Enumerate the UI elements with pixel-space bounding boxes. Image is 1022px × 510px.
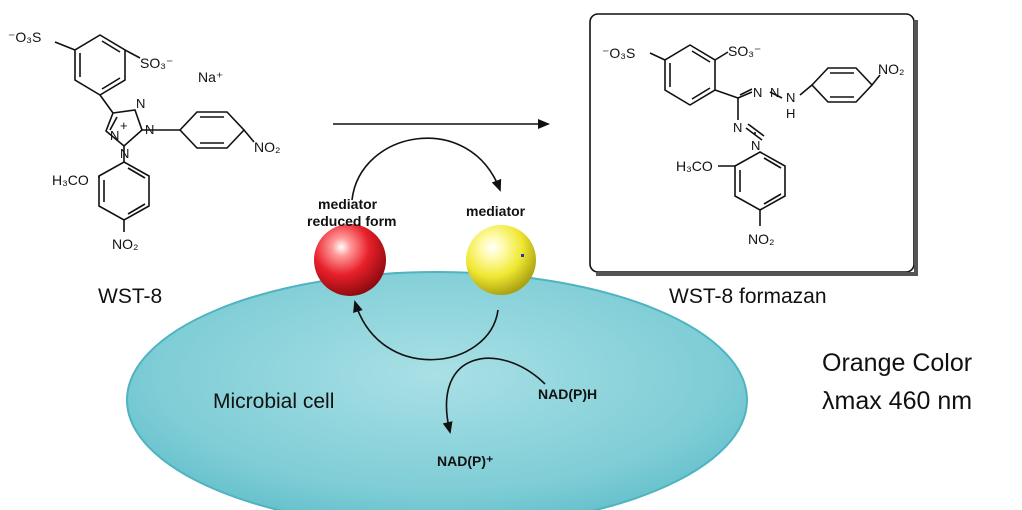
cell-label: Microbial cell [213, 390, 334, 413]
nadph-label: NAD(P)H [538, 386, 597, 402]
wst8-n-top: N [136, 96, 145, 111]
formazan-name: WST-8 formazan [669, 285, 827, 308]
cell-body [126, 271, 748, 510]
wst8-so3-ortho: SO₃⁻ [140, 55, 173, 71]
wst8-n-right: N [145, 122, 154, 137]
wst8-no2-bottom: NO₂ [112, 236, 138, 252]
wst8-so3-left: ⁻O₃S [8, 29, 41, 45]
wst8-n-plus: N [110, 128, 119, 143]
reduced-mediator-label-1: mediator [318, 196, 378, 212]
microbial-cell: Microbial cell [126, 271, 748, 510]
formazan-h3co: H₃CO [676, 158, 713, 174]
reduced-mediator-label-2: reduced form [307, 213, 396, 229]
wst8-plus: + [120, 118, 128, 133]
formazan-n-low1: N [733, 120, 742, 135]
formazan-n-eq2: N [770, 85, 779, 100]
cycle-bottom-arrow [353, 300, 499, 361]
cycle-top-arrow [351, 137, 502, 201]
formazan-no2-bottom: NO₂ [748, 231, 774, 247]
mediator-label: mediator [466, 203, 526, 219]
formazan-so3-left: ⁻O₃S [602, 45, 635, 61]
wst8-structure: ⁻O₃S SO₃⁻ Na⁺ N N N + N NO₂ H₃CO NO₂ WST… [8, 29, 280, 308]
nad-arrow [442, 357, 546, 434]
formazan-box-shadow [914, 20, 918, 276]
formazan-n-eq1: N [753, 85, 762, 100]
mediator-dot [521, 254, 524, 257]
mediator-sphere [466, 225, 536, 295]
lambda-max-label: λmax 460 nm [822, 387, 972, 415]
formazan-n-low2: N [751, 138, 760, 153]
wst8-na: Na⁺ [198, 69, 223, 85]
formazan-structure: ⁻O₃S SO₃⁻ N N N H N N NO₂ H₃CO NO₂ WST-8… [589, 13, 918, 308]
color-label: Orange Color [822, 349, 972, 377]
nadp-label: NAD(P)⁺ [437, 453, 493, 469]
wst8-no2-phenyl: NO₂ [254, 139, 280, 155]
formazan-box-shadow-bottom [596, 272, 918, 276]
formazan-so3-ortho: SO₃⁻ [728, 43, 761, 59]
wst8-h3co: H₃CO [52, 172, 89, 188]
mediator-cycle: mediator reduced form mediator NAD(P)H N… [307, 137, 597, 469]
reduced-mediator-sphere [314, 224, 386, 296]
absorbance-info: Orange Color λmax 460 nm [822, 349, 972, 415]
wst8-n-bottom: N [120, 146, 129, 161]
formazan-h: H [786, 106, 795, 121]
wst8-name: WST-8 [98, 285, 162, 308]
formazan-n-h: N [786, 90, 795, 105]
formazan-no2-phenyl: NO₂ [878, 61, 904, 77]
